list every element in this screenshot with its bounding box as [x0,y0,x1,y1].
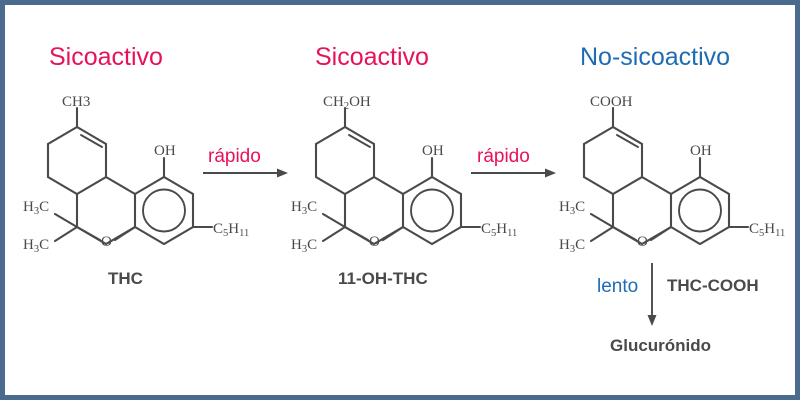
atom-label-pyran-o: O [369,234,380,250]
atom-label-h3c-upper: H3C [23,199,49,217]
atom-label-ch3: CH3 [62,94,90,110]
atom-label-h3c-upper: H3C [559,199,585,217]
reaction-arrow-label-3: lento [597,276,639,297]
atom-label-c5h11: C5H11 [749,221,785,239]
atom-label-pyran-o: O [637,234,648,250]
reaction-arrow-3-vertical [647,263,657,326]
reaction-arrow-label-1: rápido [208,146,261,167]
structures-canvas: CH3 OH O H3C H3C C5H11 CH2OH [23,94,785,326]
reaction-arrow-1 [203,168,288,178]
activity-label-1: Sicoactivo [49,43,163,71]
atom-label-h3c-lower: H3C [559,237,585,255]
atom-label-oh: OH [154,143,176,159]
atom-label-h3c-lower: H3C [23,237,49,255]
activity-label-2: Sicoactivo [315,43,429,71]
atom-label-c5h11: C5H11 [213,221,249,239]
metabolite-label: Glucurónido [610,336,712,355]
molecule-thc-cooh: COOH OH O H3C H3C C5H11 [559,94,785,255]
atom-label-h3c-upper: H3C [291,199,317,217]
compound-label-thc: THC [108,269,143,288]
compound-label-thc-cooh: THC-COOH [667,276,759,295]
atom-label-ch2oh: CH2OH [323,94,371,112]
atom-label-pyran-o: O [101,234,112,250]
reaction-arrow-2 [471,168,556,178]
compound-label-11-oh-thc: 11-OH-THC [338,269,428,288]
atom-label-h3c-lower: H3C [291,237,317,255]
activity-label-3: No-sicoactivo [580,43,731,71]
reaction-arrow-label-2: rápido [477,146,530,167]
atom-label-c5h11: C5H11 [481,221,517,239]
molecule-11-oh-thc: CH2OH OH O H3C H3C C5H11 [291,94,517,255]
molecule-thc: CH3 OH O H3C H3C C5H11 [23,94,249,255]
atom-label-oh: OH [422,143,444,159]
atom-label-cooh: COOH [590,94,633,110]
atom-label-oh: OH [690,143,712,159]
